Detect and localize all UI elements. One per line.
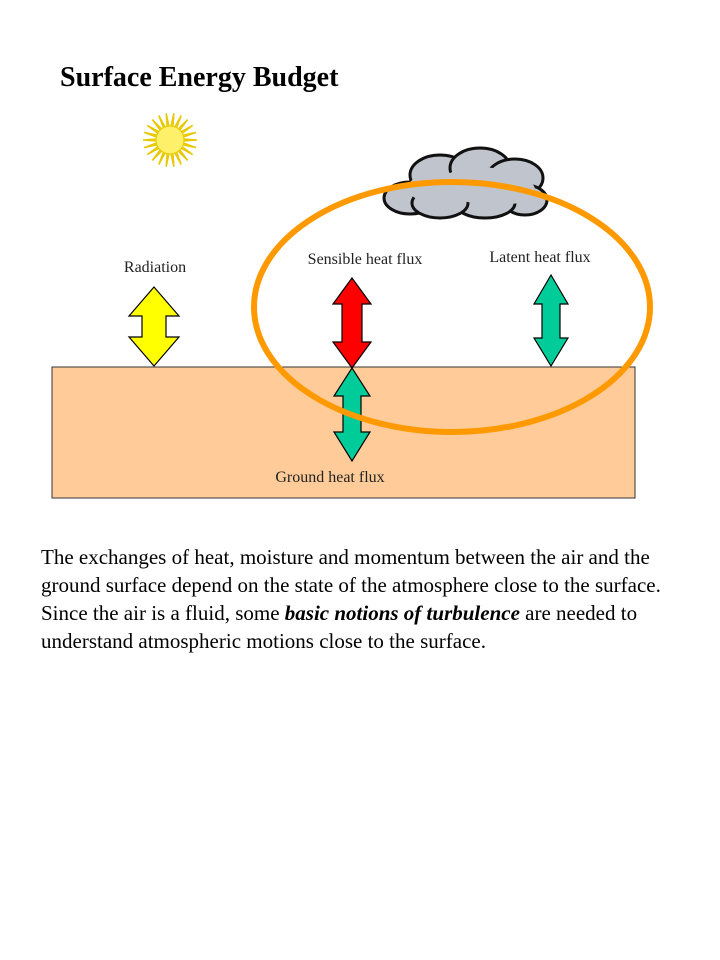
sun-icon — [142, 113, 198, 167]
ground-heat-flux-label: Ground heat flux — [275, 469, 384, 486]
sensible-heat-flux-arrow — [331, 276, 373, 370]
paragraph-emphasis: basic notions of turbulence — [284, 601, 520, 625]
turbulent-fluxes-highlight — [251, 179, 653, 435]
page-title: Surface Energy Budget — [60, 62, 339, 93]
latent-heat-flux-label: Latent heat flux — [489, 249, 590, 266]
description-paragraph: The exchanges of heat, moisture and mome… — [41, 543, 681, 655]
sun-rays — [142, 113, 198, 167]
sensible-heat-flux-label: Sensible heat flux — [308, 251, 423, 268]
radiation-arrow — [127, 286, 181, 367]
radiation-label: Radiation — [124, 259, 186, 276]
latent-heat-flux-arrow — [532, 273, 570, 368]
paragraph-part-1: The exchanges of heat, moisture and mome… — [41, 545, 661, 625]
paragraph-part-2: are needed to understand atmospheric mot… — [41, 601, 638, 653]
